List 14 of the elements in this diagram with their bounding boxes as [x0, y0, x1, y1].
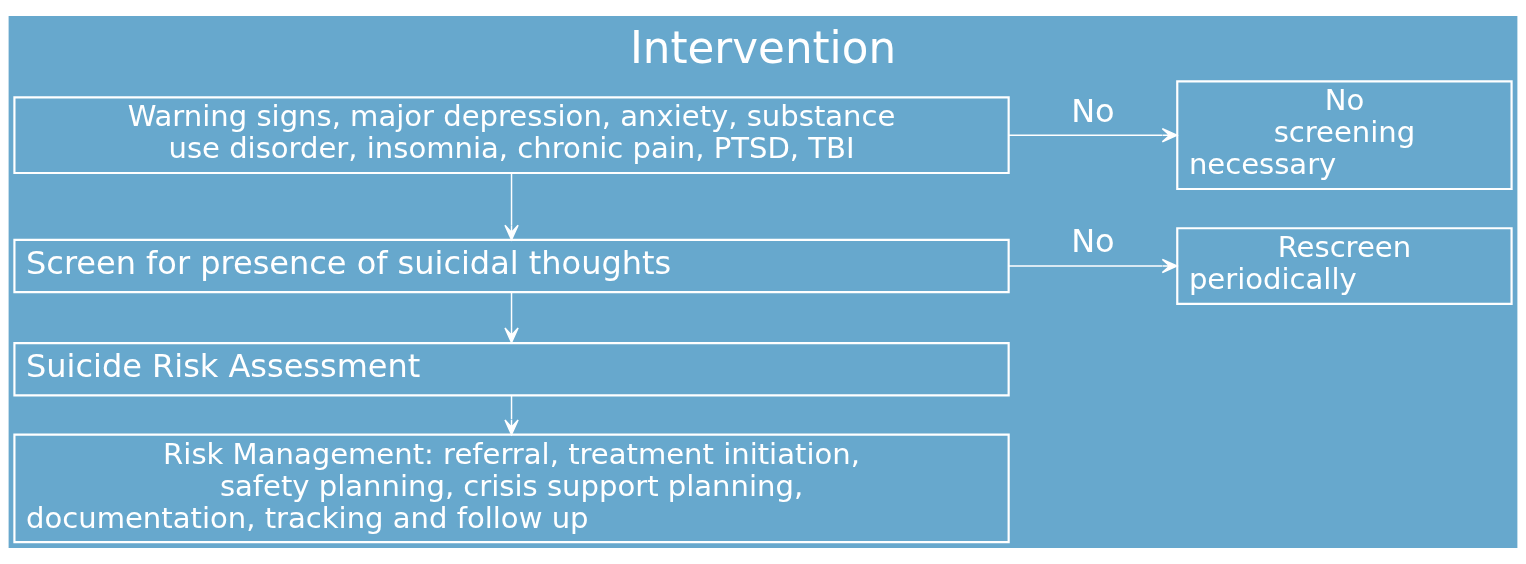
- edge-label: No: [1071, 222, 1115, 261]
- edge-label: No: [1071, 91, 1115, 130]
- node-box: Risk Management: referral, treatment initiation, safety planning, crisis support planning, documentation, tracking and follow up: [13, 433, 1010, 544]
- diagram-title: Intervention: [629, 22, 897, 73]
- arrow: [504, 172, 519, 241]
- node-box: Screen for presence of suicidal thoughts: [13, 238, 1010, 294]
- node-box: Rescreen periodically: [1176, 227, 1513, 305]
- arrow: [1007, 127, 1178, 143]
- arrow: [504, 291, 519, 344]
- node-box: Suicide Risk Assessment: [13, 341, 1010, 397]
- arrow: [504, 395, 519, 436]
- node-box: No screening necessary: [1176, 80, 1513, 191]
- arrow: [1007, 258, 1178, 274]
- node-box: Warning signs, major depression, anxiety, substance use disorder, insomnia, chronic pain, PTSD, TBI: [13, 96, 1010, 175]
